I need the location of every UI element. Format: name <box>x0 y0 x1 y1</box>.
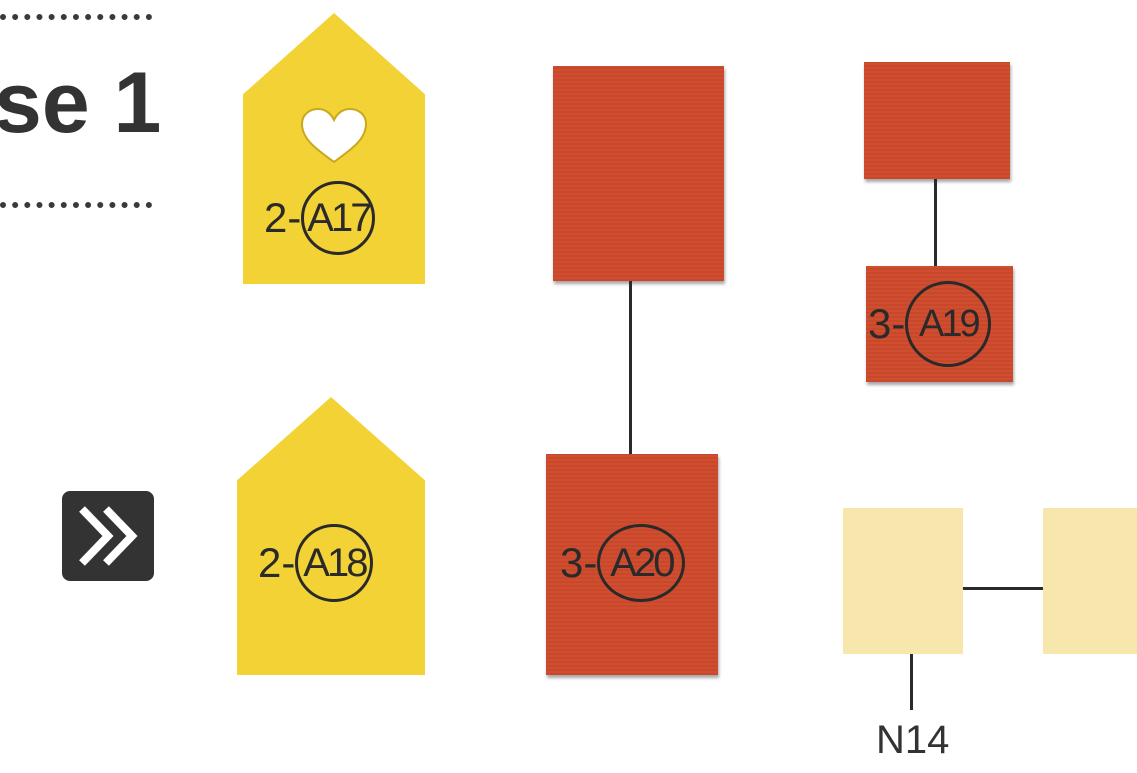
connector-line <box>934 179 937 266</box>
red-block-small-upper <box>864 62 1010 179</box>
cream-block-left <box>843 508 963 654</box>
quantity-label: 3 <box>560 539 584 586</box>
part-code-circle: A18 <box>295 524 374 602</box>
connector-line <box>963 587 1043 590</box>
part-code-a18: 2- A18 <box>258 524 374 602</box>
quantity-label: 3 <box>868 300 892 347</box>
leader-line <box>910 654 913 710</box>
connector-line <box>629 281 632 457</box>
page-title: se 1 <box>0 55 162 151</box>
heart-cutout-icon <box>300 107 368 164</box>
part-code-a20: 3- A20 <box>560 524 686 602</box>
double-chevron-right-icon <box>79 506 138 566</box>
part-code-a17: 2- A17 <box>264 181 376 255</box>
red-block-upper <box>553 66 724 281</box>
part-code-circle: A19 <box>905 281 992 367</box>
cream-block-right <box>1043 508 1137 654</box>
header-divider-top <box>0 14 152 20</box>
part-code-circle: A20 <box>597 524 686 602</box>
header-divider-bottom <box>0 202 152 208</box>
next-button[interactable] <box>62 491 154 581</box>
part-code-n14: N14 <box>876 718 950 762</box>
quantity-label: 2 <box>264 194 288 241</box>
part-code-circle: A17 <box>301 181 376 255</box>
red-block-a20 <box>546 454 718 675</box>
part-code-a19: 3- A19 <box>868 281 992 367</box>
quantity-label: 2 <box>258 539 282 586</box>
